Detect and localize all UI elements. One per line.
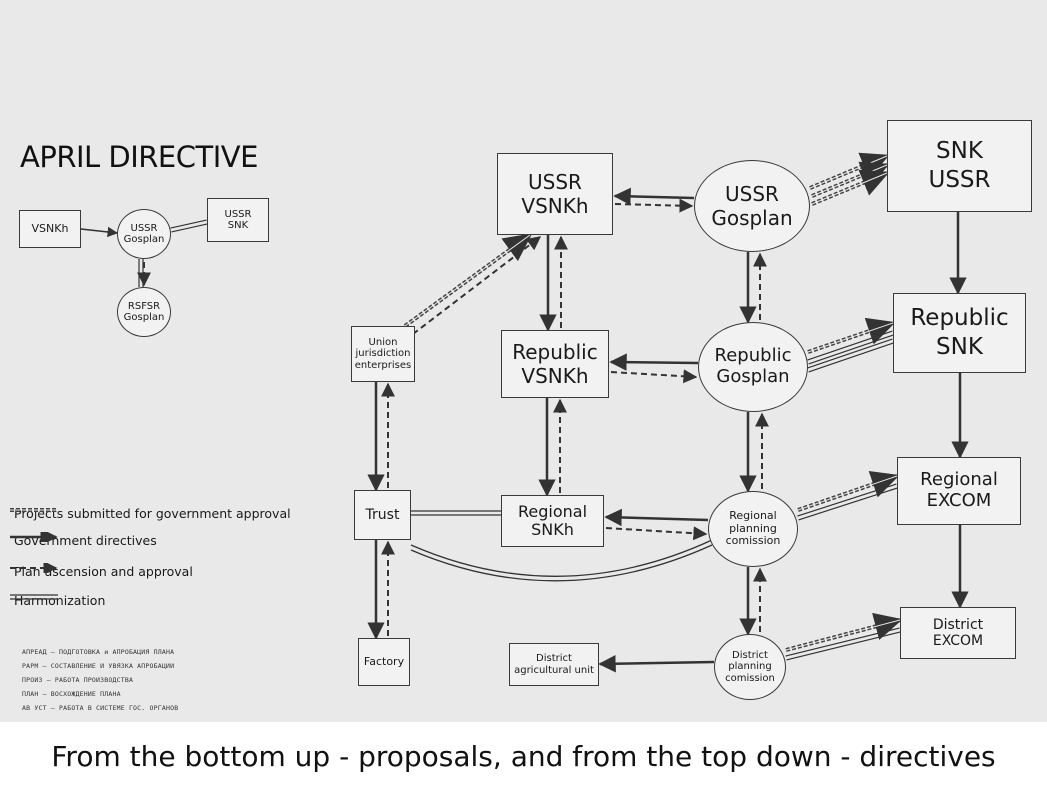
abbreviation-line: АПРЕАД — ПОДГОТОВКА и АПРОБАЦИЯ ПЛАНА xyxy=(22,648,175,656)
factory-box: Factory xyxy=(358,638,410,686)
connector xyxy=(809,152,890,190)
legend-item-plan: Plan ascension and approval xyxy=(8,563,193,579)
abbreviation-line: ПЛАН — ВОСХОЖДЕНИЕ ПЛАНА xyxy=(22,690,121,698)
connector xyxy=(609,353,699,371)
connector xyxy=(785,627,901,661)
inset-connector xyxy=(170,219,208,233)
connector-lines xyxy=(80,152,969,673)
legend-swatch-projects xyxy=(10,508,58,512)
abbreviation-line: РАРМ — СОСТАВЛЕНИЕ И УВЯЗКА АПРОБАЦИИ xyxy=(22,662,175,670)
legend-swatch-harmonization xyxy=(10,594,58,600)
diagram-title: APRIL DIRECTIVE xyxy=(20,140,258,174)
trust-box: Trust xyxy=(354,490,411,540)
connector xyxy=(412,236,542,335)
connector xyxy=(797,483,898,521)
abbreviation-line: АВ УСТ — РАБОТА В СИСТЕМЕ ГОС. ОРГАНОВ xyxy=(22,704,179,712)
inset-connector xyxy=(138,259,144,287)
connector-curve xyxy=(410,544,713,582)
inset-connector xyxy=(80,226,119,238)
connector xyxy=(785,612,903,652)
legend-swatch-directives xyxy=(10,532,58,542)
connector xyxy=(411,510,501,516)
connector xyxy=(614,198,694,213)
abbreviation-line: ПРОИЗ — РАБОТА ПРОИЗВОДСТВА xyxy=(22,676,134,684)
connector xyxy=(797,470,900,512)
connector xyxy=(403,233,533,328)
connector xyxy=(610,369,698,384)
connector-curve xyxy=(410,539,713,577)
inset-vsnkh-box: VSNKh xyxy=(19,210,81,248)
legend-item-projects: Projects submitted for government approv… xyxy=(8,505,291,521)
connector xyxy=(604,508,709,527)
connector xyxy=(605,526,708,541)
connector xyxy=(811,169,890,206)
caption: From the bottom up - proposals, and from… xyxy=(51,740,996,773)
connector xyxy=(807,330,894,365)
connector xyxy=(613,187,695,206)
legend-label-plan: Plan ascension and approval xyxy=(14,563,193,579)
legend-label-projects: Projects submitted for government approv… xyxy=(14,505,291,521)
legend-label-harmonization: Harmonization xyxy=(14,592,106,608)
legend-item-directives: Government directives xyxy=(8,532,157,548)
connector xyxy=(807,317,896,354)
legend-swatch-plan xyxy=(10,563,58,573)
connector xyxy=(807,338,894,373)
legend-item-harmonization: Harmonization xyxy=(8,592,105,608)
connector xyxy=(598,654,715,673)
